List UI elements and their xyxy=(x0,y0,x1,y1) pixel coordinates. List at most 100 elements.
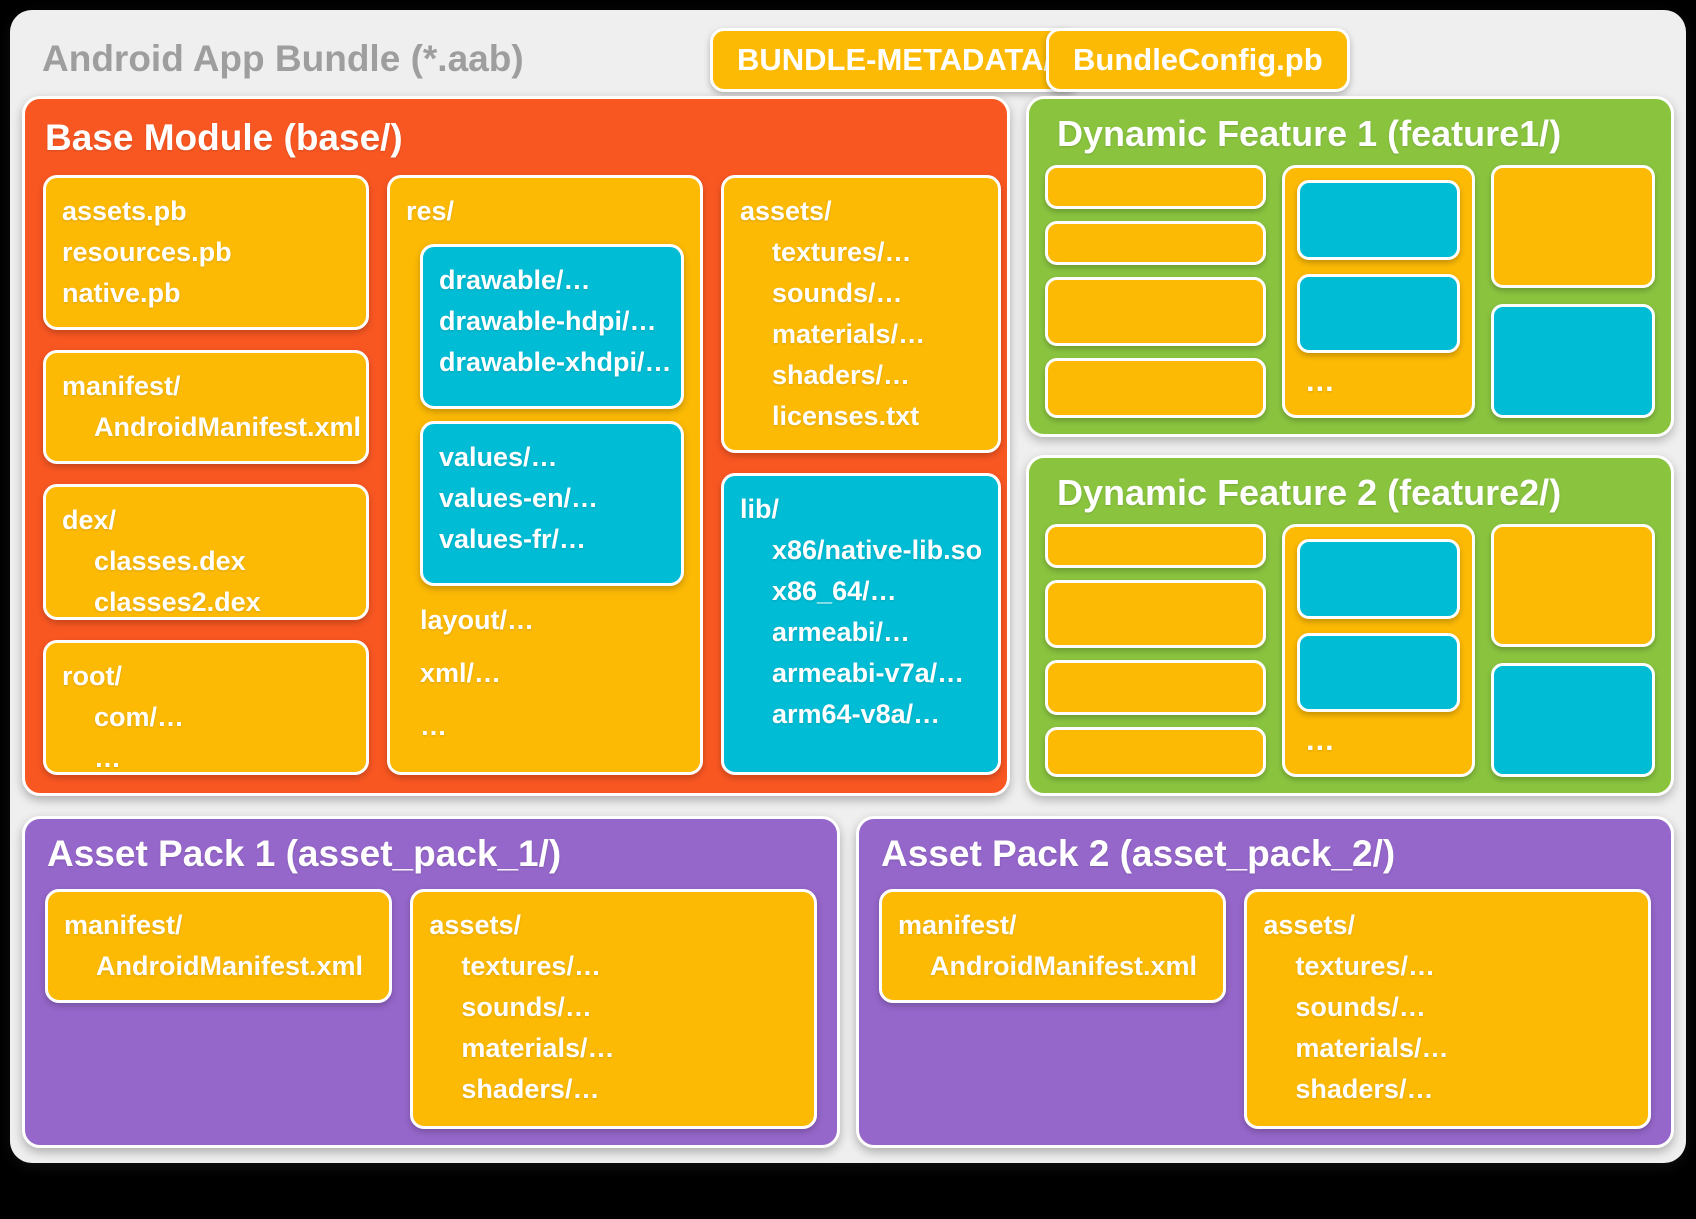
file-placeholder xyxy=(1296,180,1461,260)
feature-group-box: … xyxy=(1281,524,1476,777)
file-entry: values/… xyxy=(439,441,558,472)
file-placeholder xyxy=(1045,580,1266,648)
asset-pack-2-title: Asset Pack 2 (asset_pack_2/) xyxy=(881,833,1396,874)
file-entry: x86_64/… xyxy=(772,576,897,607)
res-box: res/ drawable/… drawable-hdpi/… drawable-x… xyxy=(387,175,703,775)
dynamic-features-column: Dynamic Feature 1 (feature1/) … xyxy=(1026,96,1674,796)
dir-label: assets/ xyxy=(1263,910,1355,940)
file-entry: arm64-v8a/… xyxy=(772,699,941,730)
file-entry: x86/native-lib.so xyxy=(772,535,983,566)
assets-file-list: textures/… sounds/… materials/… shaders/… xyxy=(1263,946,1632,1110)
file-placeholder xyxy=(1045,221,1266,265)
file-entry: assets.pb xyxy=(62,196,187,226)
dir-label: manifest/ xyxy=(64,910,183,940)
asset-pack-1-section: Asset Pack 1 (asset_pack_1/) manifest/ A… xyxy=(22,816,840,1148)
assets-box: assets/ textures/…sounds/…materials/…sha… xyxy=(410,889,817,1129)
file-entry: … xyxy=(439,388,466,409)
file-entry: drawable-xhdpi/… xyxy=(439,347,672,378)
base-module-column-2: res/ drawable/… drawable-hdpi/… drawable-x… xyxy=(387,175,703,775)
file-entry: materials/… xyxy=(772,319,926,350)
file-entry: values-en/… xyxy=(439,483,599,513)
base-module-section: Base Module (base/) assets.pb resources.p… xyxy=(22,96,1010,796)
asset-packs-row: Asset Pack 1 (asset_pack_1/) manifest/ A… xyxy=(22,816,1674,1148)
manifest-box: manifest/ AndroidManifest.xml xyxy=(45,889,393,1004)
file-entry: resources.pb xyxy=(62,237,232,268)
feature-right-stack xyxy=(1491,524,1655,777)
file-entry: textures/… xyxy=(461,951,601,982)
dynamic-feature-1-title: Dynamic Feature 1 (feature1/) xyxy=(1057,113,1562,154)
file-entry: AndroidManifest.xml xyxy=(930,951,1198,982)
bundle-metadata-chip: BUNDLE-METADATA/ xyxy=(710,28,1080,92)
dynamic-feature-1-body: … xyxy=(1045,165,1655,418)
file-entry: sounds/… xyxy=(1295,992,1426,1023)
file-placeholder xyxy=(1491,524,1655,647)
dir-label: lib/ xyxy=(740,494,779,525)
dynamic-feature-2-section: Dynamic Feature 2 (feature2/) … xyxy=(1026,455,1674,796)
base-module-title: Base Module (base/) xyxy=(45,117,403,158)
dir-label: res/ xyxy=(406,196,455,226)
file-placeholder xyxy=(1491,662,1655,777)
file-placeholder xyxy=(1296,632,1461,712)
root-file-list: com/… … xyxy=(62,697,350,773)
file-entry: drawable-hdpi/… xyxy=(439,306,657,337)
file-placeholder xyxy=(1045,165,1266,209)
file-entry: materials/… xyxy=(1295,1033,1449,1064)
file-entry: armeabi/… xyxy=(772,617,911,648)
file-entry: … xyxy=(420,710,447,741)
bundle-config-chip: BundleConfig.pb xyxy=(1046,28,1350,92)
dir-label: dex/ xyxy=(62,505,117,536)
assets-box: assets/ textures/…sounds/…materials/…sha… xyxy=(721,175,1002,454)
file-placeholder xyxy=(1045,357,1266,418)
file-entry: materials/… xyxy=(461,1033,615,1064)
ellipsis-label: … xyxy=(1304,365,1335,398)
file-entry: textures/… xyxy=(772,237,912,268)
asset-pack-2-section: Asset Pack 2 (asset_pack_2/) manifest/ A… xyxy=(856,816,1674,1148)
asset-pack-2-body: manifest/ AndroidManifest.xml assets/ te… xyxy=(879,889,1651,1129)
values-group-box: values/…values-en/…values-fr/…… xyxy=(420,420,684,586)
root-box: root/ com/… … xyxy=(43,639,369,775)
file-entry: values-fr/… xyxy=(439,524,587,555)
file-entry: … xyxy=(94,742,121,773)
dir-label: manifest/ xyxy=(898,910,1017,940)
feature-left-stack xyxy=(1045,524,1266,777)
file-placeholder xyxy=(1045,524,1266,568)
assets-file-list: textures/…sounds/…materials/…shaders/… xyxy=(429,946,798,1110)
dir-label: root/ xyxy=(62,660,122,691)
asset-pack-1-body: manifest/ AndroidManifest.xml assets/ te… xyxy=(45,889,817,1129)
file-entry: xml/… xyxy=(420,657,502,688)
assets-file-list: textures/…sounds/…materials/…shaders/…li… xyxy=(740,232,982,437)
dir-label: assets/ xyxy=(429,910,521,940)
ellipsis-label: … xyxy=(1304,724,1335,757)
manifest-box: manifest/ AndroidManifest.xml xyxy=(43,350,369,465)
file-entry: AndroidManifest.xml xyxy=(96,951,364,982)
file-entry: shaders/… xyxy=(772,360,911,391)
dynamic-feature-2-title: Dynamic Feature 2 (feature2/) xyxy=(1057,472,1562,513)
file-entry: shaders/… xyxy=(1295,1074,1434,1105)
file-entry: shaders/… xyxy=(461,1074,600,1105)
base-module-column-3: assets/ textures/…sounds/…materials/…sha… xyxy=(721,175,1002,775)
file-entry: textures/… xyxy=(1295,951,1435,982)
page-title: Android App Bundle (*.aab) xyxy=(42,38,524,79)
feature-group-box: … xyxy=(1281,165,1476,418)
file-entry: sounds/… xyxy=(772,278,903,309)
app-bundle-card: Android App Bundle (*.aab) BUNDLE-METADA… xyxy=(10,10,1686,1163)
file-placeholder xyxy=(1045,727,1266,777)
file-entry: com/… xyxy=(94,701,185,732)
dynamic-feature-1-section: Dynamic Feature 1 (feature1/) … xyxy=(1026,96,1674,437)
drawable-group-box: drawable/… drawable-hdpi/… drawable-xhdpi/… xyxy=(420,244,684,409)
feature-left-stack xyxy=(1045,165,1266,418)
file-entry: AndroidManifest.xml xyxy=(94,412,362,443)
assets-box: assets/ textures/… sounds/… materials/… sha… xyxy=(1244,889,1651,1129)
file-placeholder xyxy=(1491,165,1655,288)
feature-right-stack xyxy=(1491,165,1655,418)
res-other-list: layout/…xml/…… xyxy=(420,600,684,759)
manifest-box: manifest/ AndroidManifest.xml xyxy=(879,889,1227,1004)
file-entry: drawable/… xyxy=(439,265,591,296)
file-entry: classes.dex xyxy=(94,546,246,577)
